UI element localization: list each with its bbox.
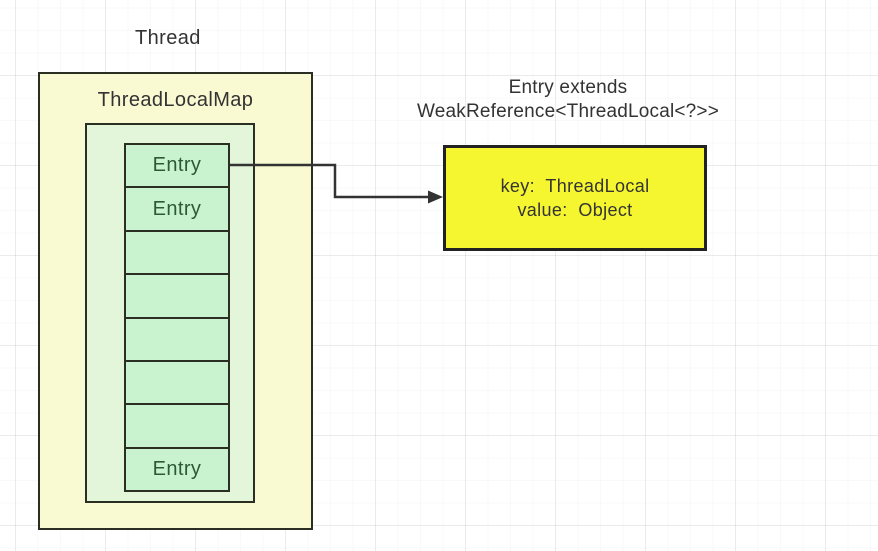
entry-cell[interactable]: Entry — [126, 186, 228, 230]
threadlocalmap-title: ThreadLocalMap — [97, 89, 254, 111]
entry-cell[interactable] — [126, 359, 228, 404]
entry-detail-box[interactable]: key: ThreadLocal value: Object — [443, 145, 707, 251]
annotation-line2: WeakReference<ThreadLocal<?>> — [417, 101, 719, 122]
annotation-line1: Entry extends — [508, 77, 628, 98]
entry-cell[interactable] — [126, 316, 228, 360]
entry-cell[interactable]: Entry — [126, 145, 228, 187]
entry-cell[interactable] — [126, 273, 228, 317]
entry-cell-label: Entry — [152, 154, 202, 177]
entry-key-line: key: ThreadLocal — [500, 176, 650, 196]
entry-cell-label: Entry — [152, 197, 202, 220]
thread-label[interactable]: Thread — [135, 27, 201, 49]
entry-cell[interactable] — [126, 403, 228, 447]
entry-value-line: value: Object — [517, 200, 633, 220]
entry-cell-label: Entry — [152, 457, 202, 480]
entry-stack: Entry Entry Entry — [124, 143, 230, 492]
entry-cell[interactable] — [126, 229, 228, 274]
entry-cell[interactable]: Entry — [126, 446, 228, 490]
entry-type-annotation[interactable]: Entry extends WeakReference<ThreadLocal<… — [398, 76, 738, 124]
